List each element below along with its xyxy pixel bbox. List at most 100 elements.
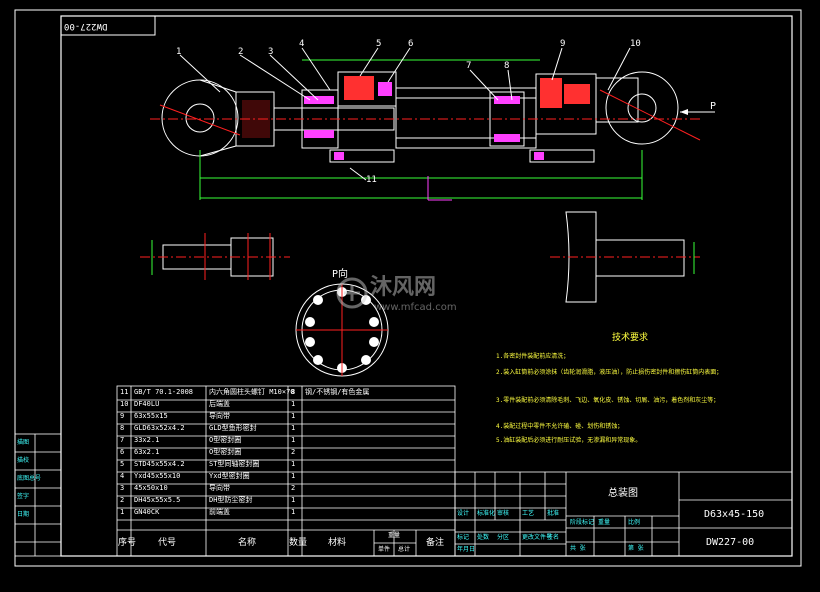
bom-cell: Yxd型密封圈 bbox=[209, 472, 250, 480]
top-stamp-text: DW227-00 bbox=[64, 21, 108, 31]
side-stamp-column bbox=[14, 433, 62, 557]
balloon-9: 9 bbox=[560, 39, 566, 49]
balloon-1: 1 bbox=[176, 47, 182, 57]
bom-cell: 1 bbox=[291, 496, 296, 504]
titleblock-field: 阶段标记 bbox=[570, 519, 595, 526]
bom-cell: 1 bbox=[291, 400, 296, 408]
bom-cell: 1 bbox=[120, 508, 125, 516]
bom-cell: 45x50x10 bbox=[134, 484, 168, 492]
bom-cell: STD45x55x4.2 bbox=[134, 460, 185, 468]
titleblock-field: 标记 bbox=[457, 534, 470, 541]
bom-cell: 11 bbox=[120, 388, 129, 396]
bom-header-unit: 单件 bbox=[378, 546, 391, 553]
bom-cell: 8 bbox=[291, 388, 296, 396]
bom-cell: GB/T 70.1-2008 bbox=[134, 388, 194, 396]
titleblock-field: 共 张 bbox=[570, 545, 586, 552]
bom-cell: DH45x55x5.5 bbox=[134, 496, 181, 504]
watermark: 沐风网 www.mfcad.com bbox=[330, 275, 490, 315]
side-label: 日期 bbox=[17, 511, 30, 518]
bom-header-code: 代号 bbox=[158, 538, 177, 548]
watermark-url: www.mfcad.com bbox=[374, 302, 457, 313]
side-label: 签字 bbox=[17, 493, 30, 500]
titleblock-field: 比例 bbox=[628, 519, 641, 526]
stamp-box bbox=[60, 15, 156, 36]
title-block bbox=[454, 471, 793, 557]
titleblock-field: 年月日 bbox=[457, 546, 476, 553]
bom-cell: DH型防尘密封 bbox=[209, 496, 253, 504]
tech-req-item-1: 1.各密封件装配前应清洗； bbox=[496, 353, 570, 360]
piston-rod-detail[interactable] bbox=[140, 233, 290, 280]
bom-cell: 钢/不锈钢/有色金属 bbox=[305, 388, 370, 396]
balloon-5: 5 bbox=[376, 39, 382, 49]
tech-req-item-3: 3.零件装配前必须清除毛刺、飞边、氧化皮、锈蚀、切屑、油污，着色剂和灰尘等； bbox=[496, 397, 720, 404]
bom-cell: Yxd45x55x10 bbox=[134, 472, 181, 480]
balloon-3: 3 bbox=[268, 47, 274, 57]
watermark-logo-icon bbox=[336, 277, 368, 309]
watermark-text: 沐风网 bbox=[370, 275, 437, 300]
bom-header-total: 总计 bbox=[398, 546, 411, 553]
p-view-flange[interactable] bbox=[295, 283, 389, 377]
outer-frame bbox=[14, 9, 802, 567]
bom-header-weight: 重量 bbox=[388, 532, 401, 539]
bom-cell: 2 bbox=[291, 484, 296, 492]
titleblock-field: 分区 bbox=[497, 534, 510, 541]
bom-cell: 10 bbox=[120, 400, 129, 408]
bom-cell: 前端盖 bbox=[209, 508, 230, 516]
bom-header-name: 名称 bbox=[238, 538, 257, 548]
bom-cell: 1 bbox=[291, 436, 296, 444]
bom-cell: 63x55x15 bbox=[134, 412, 168, 420]
bom-cell: 8 bbox=[120, 424, 125, 432]
bom-header-remark: 备注 bbox=[426, 538, 445, 548]
side-label: 描校 bbox=[17, 457, 30, 464]
bom-cell: 9 bbox=[120, 412, 125, 420]
bom-header-material: 材料 bbox=[328, 538, 347, 548]
arrow-p-label: P bbox=[710, 101, 717, 112]
bom-cell: 7 bbox=[120, 436, 125, 444]
titleblock-field: 批准 bbox=[547, 510, 560, 517]
titleblock-field: 工艺 bbox=[522, 510, 535, 517]
bom-cell: ST型同轴密封圈 bbox=[209, 460, 260, 468]
bom-cell: 33x2.1 bbox=[134, 436, 160, 444]
drawing-number: DW227-00 bbox=[706, 537, 755, 548]
balloon-8: 8 bbox=[504, 61, 510, 71]
tech-req-heading: 技术要求 bbox=[612, 333, 649, 343]
titleblock-field: 签名 bbox=[547, 534, 560, 541]
balloon-10: 10 bbox=[630, 39, 641, 49]
bom-cell: 1 bbox=[291, 412, 296, 420]
bom-cell: 1 bbox=[291, 460, 296, 468]
titleblock-field: 更改文件号 bbox=[522, 534, 553, 541]
titleblock-field: 重量 bbox=[598, 519, 611, 526]
bom-cell: 2 bbox=[120, 496, 125, 504]
balloon-7: 7 bbox=[466, 61, 472, 71]
bom-cell: 内六角圆柱头螺钉 M10×70 bbox=[209, 388, 295, 396]
model-number: D63x45-150 bbox=[704, 509, 765, 520]
side-label: 描图 bbox=[17, 439, 30, 446]
tech-req-item-2: 2.装入缸筒前必须涂抹（齿轮润滑脂，液压油），防止损伤密封件和擦伤缸筒内表面； bbox=[496, 369, 723, 376]
cylinder-assembly[interactable] bbox=[150, 47, 715, 201]
bom-cell: O型密封圈 bbox=[209, 436, 242, 444]
bom-cell: 6 bbox=[120, 448, 125, 456]
end-cap-detail[interactable] bbox=[550, 211, 700, 303]
bom-cell: 2 bbox=[291, 448, 296, 456]
bom-cell: DF40LU bbox=[134, 400, 160, 408]
bom-header-qty: 数量 bbox=[289, 538, 308, 548]
bom-table bbox=[116, 385, 456, 557]
titleblock-field: 设计 bbox=[457, 510, 470, 517]
bom-cell: 1 bbox=[291, 508, 296, 516]
bom-cell: 1 bbox=[291, 472, 296, 480]
balloon-6: 6 bbox=[408, 39, 414, 49]
titleblock-field: 标准化 bbox=[477, 510, 496, 517]
bom-cell: 3 bbox=[120, 484, 125, 492]
bom-cell: 1 bbox=[291, 424, 296, 432]
bom-cell: 5 bbox=[120, 460, 125, 468]
bom-cell: 导向带 bbox=[209, 484, 230, 492]
bom-cell: O型密封圈 bbox=[209, 448, 242, 456]
drawing-title: 总装图 bbox=[608, 488, 638, 499]
bom-cell: 63x2.1 bbox=[134, 448, 160, 456]
titleblock-field: 审核 bbox=[497, 510, 510, 517]
bom-cell: GN40CK bbox=[134, 508, 160, 516]
side-label: 底图总号 bbox=[17, 475, 42, 482]
balloon-2: 2 bbox=[238, 47, 244, 57]
bom-cell: 导向带 bbox=[209, 412, 230, 420]
